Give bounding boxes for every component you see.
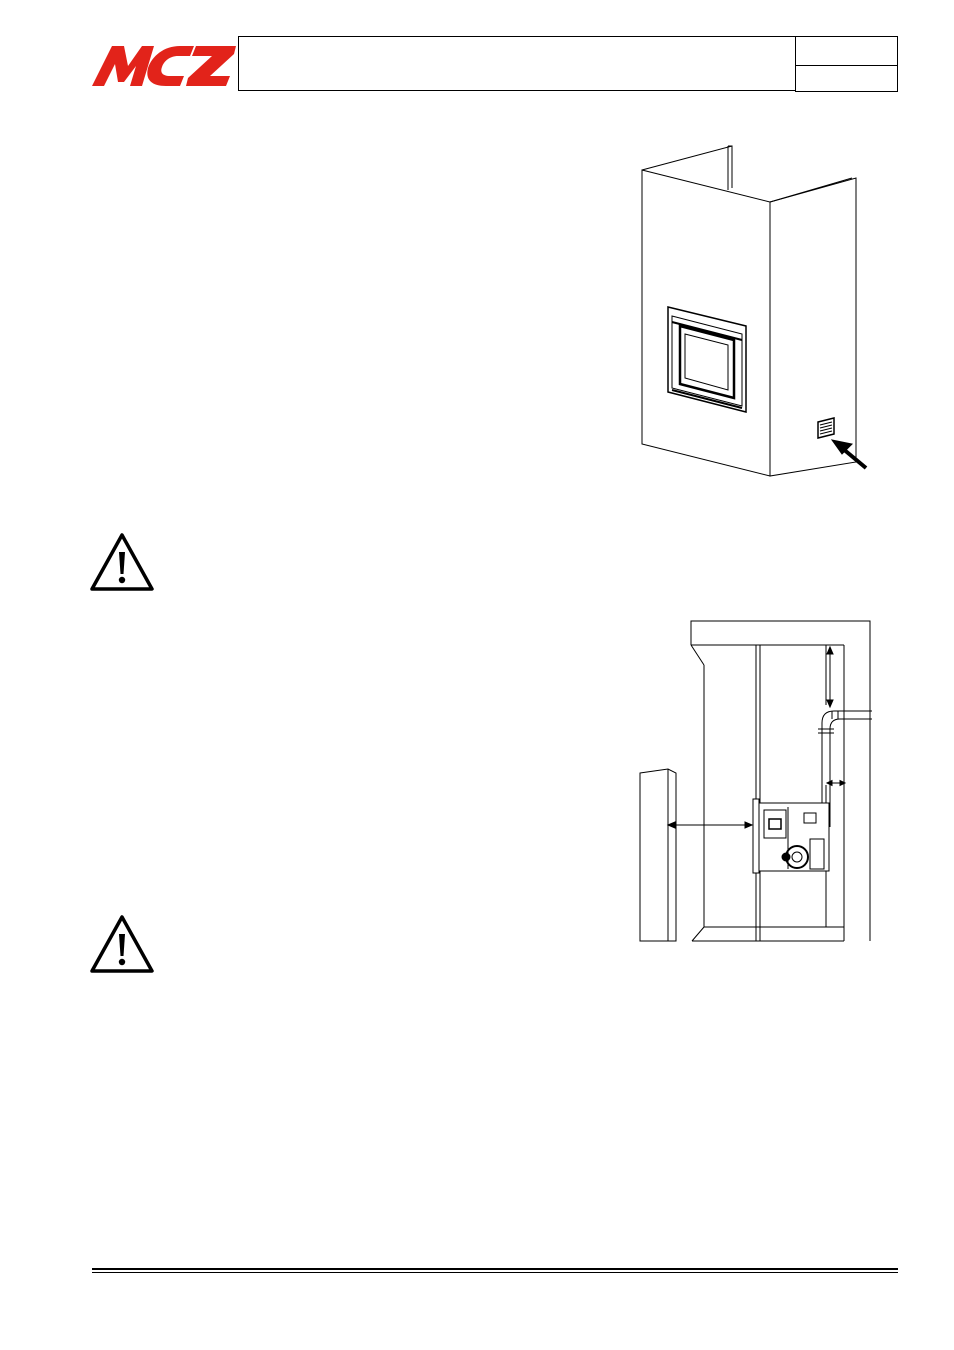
footer-rule	[92, 1268, 898, 1270]
warning-triangle-icon	[90, 914, 154, 974]
warning-triangle-icon	[90, 532, 154, 592]
footer-rule-thin	[92, 1272, 898, 1273]
enclosure-figure	[630, 140, 880, 485]
installation-section-figure	[632, 615, 880, 950]
header-title-box	[238, 36, 796, 91]
header-code-box	[795, 36, 898, 66]
mcz-logo	[90, 42, 238, 88]
header-page-box	[795, 65, 898, 92]
